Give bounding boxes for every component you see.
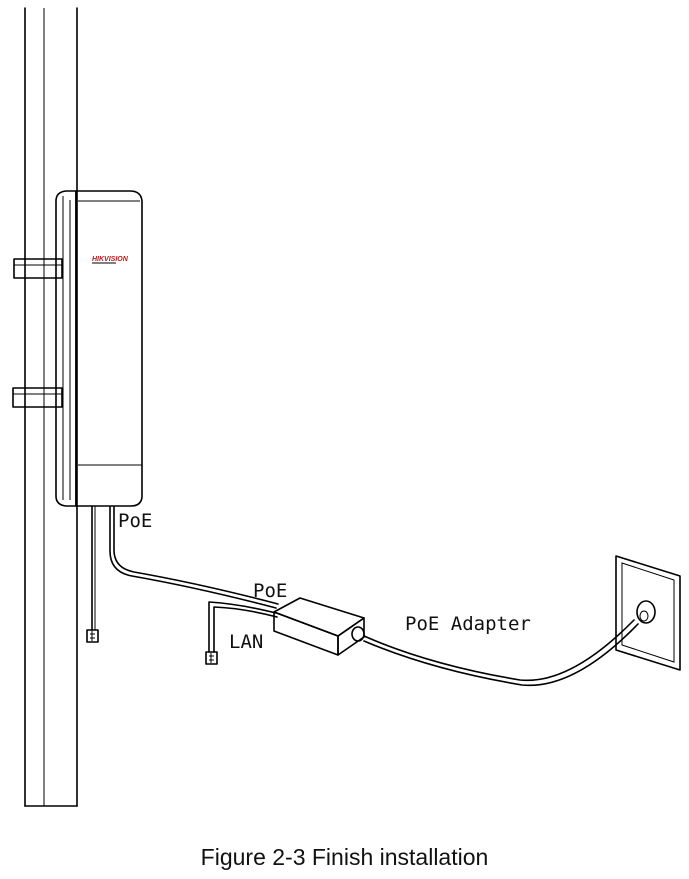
poe-cable [109,506,279,609]
power-cable [363,619,639,687]
wall-outlet [615,555,681,671]
label-poe-port: PoE [253,580,287,602]
poe-adapter [273,597,365,656]
brand-logo: HIKVISION [92,256,129,263]
pole-cable [86,505,99,643]
mounting-strap-lower [12,387,63,408]
mounting-strap-upper [13,258,63,279]
figure-caption: Figure 2-3 Finish installation [200,844,489,870]
label-lan: LAN [229,631,263,653]
label-poe-cable: PoE [118,510,152,532]
lan-cable [205,601,278,665]
outdoor-unit: HIKVISION [55,190,143,507]
label-poe-adapter: PoE Adapter [405,613,531,635]
